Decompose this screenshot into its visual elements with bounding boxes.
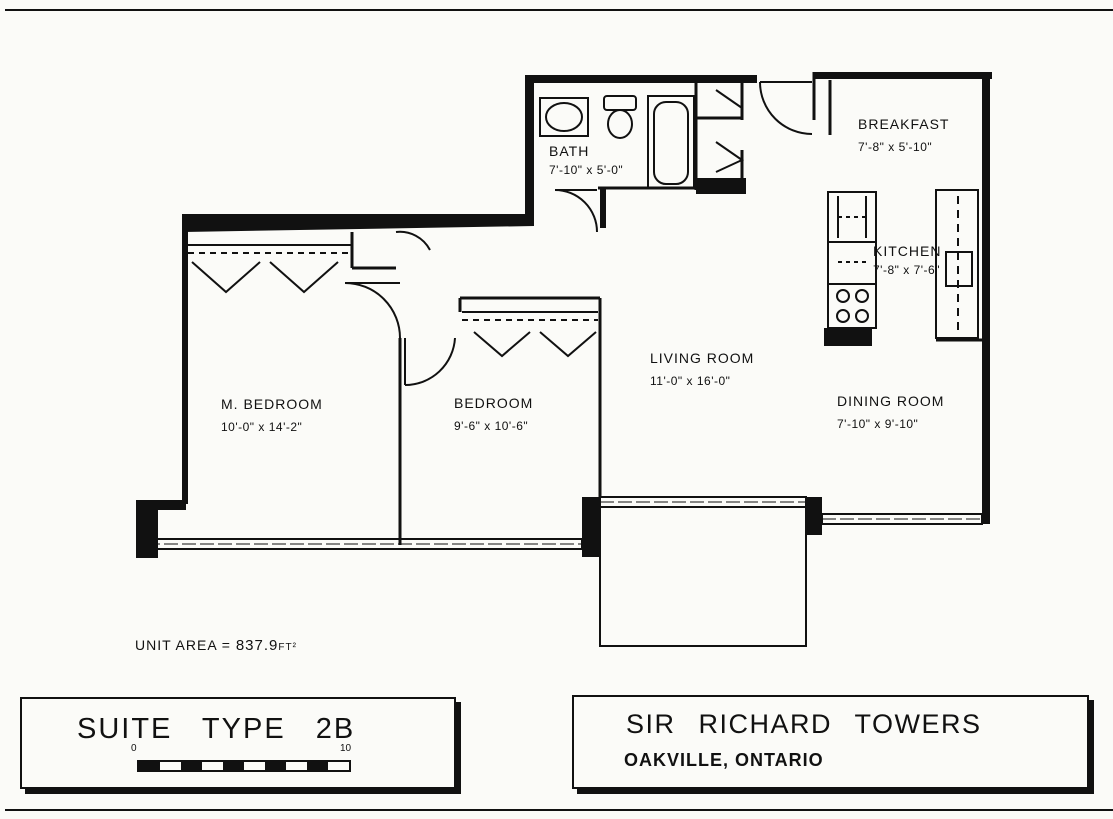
room-living-room: LIVING ROOM 11'-0" x 16'-0" — [650, 350, 754, 388]
windows — [145, 496, 983, 550]
toilet-tank — [603, 95, 637, 111]
room-kitchen: KITCHEN 7'-8" x 7'-6" — [873, 243, 941, 277]
room-name: LIVING ROOM — [650, 350, 755, 366]
room-dimensions: 7'-8" x 5'-10" — [858, 140, 933, 154]
room-dimensions: 11'-0" x 16'-0" — [650, 374, 731, 388]
bathtub — [647, 95, 695, 189]
room-name: DINING ROOM — [837, 393, 945, 409]
building-location: OAKVILLE, ONTARIO — [624, 750, 824, 770]
wall-upper-left — [184, 214, 534, 232]
exterior-walls — [136, 72, 992, 558]
building-box: SIR RICHARD TOWERS OAKVILLE, ONTARIO — [572, 695, 1089, 789]
scale-bar-graphic — [137, 760, 351, 772]
room-name: BATH — [549, 143, 590, 159]
room-bedroom: BEDROOM 9'-6" x 10'-6" — [454, 395, 533, 433]
scale-max-label: 10 — [340, 743, 352, 754]
room-dimensions: 7'-8" x 7'-6" — [873, 263, 940, 277]
unit-area-value: 837.9 — [235, 637, 279, 654]
room-name: KITCHEN — [873, 243, 942, 259]
wall-bath-top — [525, 75, 757, 83]
wall-entry-left — [600, 188, 606, 228]
fridge-marker — [945, 251, 973, 287]
scale-bar: 0 10 — [131, 743, 355, 773]
room-dimensions: 7'-10" x 9'-10" — [837, 417, 919, 431]
wall-breakfast-top — [814, 72, 992, 79]
room-dimensions: 10'-0" x 14'-2" — [221, 420, 303, 434]
room-name: BEDROOM — [454, 395, 534, 411]
building-name: SIR RICHARD TOWERS — [626, 709, 982, 739]
counter-right — [935, 189, 979, 339]
room-name: M. BEDROOM — [221, 396, 323, 412]
counter-left-lower — [827, 241, 877, 285]
suite-title: SUITE TYPE 2B — [77, 713, 356, 745]
bathtub-basin — [653, 101, 689, 185]
interior-walls — [350, 72, 990, 545]
closets — [188, 89, 745, 358]
balcony — [599, 506, 807, 647]
bath-fixtures — [539, 95, 695, 189]
unit-area-label: UNIT AREA = — [135, 637, 231, 653]
room-bath: BATH 7'-10" x 5'-0" — [549, 143, 623, 177]
unit-area: UNIT AREA = 837.9FT² — [135, 637, 297, 654]
kitchen-counter-end — [824, 328, 872, 346]
counter-left-upper — [827, 191, 877, 243]
room-breakfast: BREAKFAST 7'-8" x 5'-10" — [858, 116, 949, 154]
door-swings — [344, 81, 813, 387]
wall-entry-closet — [696, 178, 746, 194]
vanity — [539, 97, 589, 137]
room-name: BREAKFAST — [858, 116, 950, 132]
room-master-bedroom: M. BEDROOM 10'-0" x 14'-2" — [221, 396, 323, 434]
sink — [545, 102, 583, 132]
room-dimensions: 9'-6" x 10'-6" — [454, 419, 529, 433]
wall-mid-pier-right — [806, 497, 822, 535]
toilet-bowl — [607, 109, 633, 139]
wall-right — [982, 72, 990, 524]
unit-area-unit: FT² — [278, 642, 297, 653]
wall-left — [182, 214, 188, 504]
wall-left-pier-2 — [158, 500, 186, 510]
suite-type-box: SUITE TYPE 2B 0 10 — [20, 697, 456, 789]
wall-mid-pier-left — [582, 497, 600, 557]
room-dining-room: DINING ROOM 7'-10" x 9'-10" — [837, 393, 944, 431]
room-dimensions: 7'-10" x 5'-0" — [549, 163, 624, 177]
stove — [827, 283, 877, 329]
wall-bath-left — [525, 75, 534, 225]
kitchen-fixtures — [827, 189, 979, 339]
scale-min-label: 0 — [131, 743, 137, 754]
